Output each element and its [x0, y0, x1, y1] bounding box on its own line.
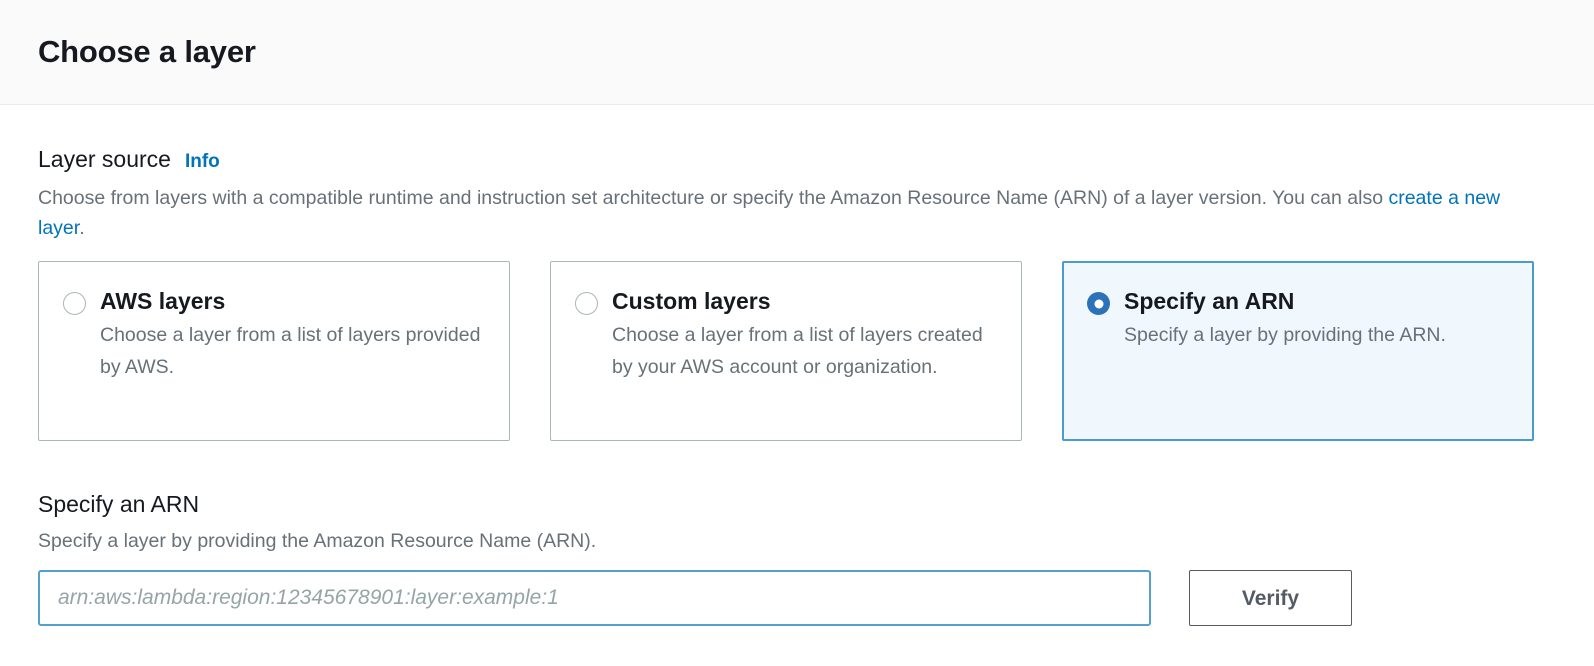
- verify-button[interactable]: Verify: [1189, 570, 1352, 627]
- specify-arn-description: Specify a layer by providing the Amazon …: [38, 529, 597, 552]
- arn-input-row: Verify: [38, 570, 1556, 627]
- layer-source-label-row: Layer source Info: [38, 105, 1556, 174]
- layer-source-label: Layer source: [38, 146, 171, 172]
- layer-source-description: Choose from layers with a compatible run…: [38, 183, 1508, 243]
- option-description: Specify a layer by providing the ARN.: [1124, 324, 1446, 347]
- specify-arn-section: Specify an ARN Specify a layer by provid…: [38, 491, 1556, 627]
- radio-icon-aws-layers[interactable]: [63, 292, 86, 316]
- option-title: Specify an ARN: [1124, 288, 1295, 315]
- layer-source-option-aws-layers[interactable]: AWS layers Choose a layer from a list of…: [38, 261, 510, 442]
- layer-source-option-custom-layers[interactable]: Custom layers Choose a layer from a list…: [550, 261, 1022, 442]
- layer-source-option-specify-arn[interactable]: Specify an ARN Specify a layer by provid…: [1062, 261, 1534, 442]
- option-title: Custom layers: [612, 288, 771, 315]
- modal-header: Choose a layer: [0, 0, 1594, 105]
- layer-source-options: AWS layers Choose a layer from a list of…: [38, 261, 1556, 442]
- info-link[interactable]: Info: [184, 151, 220, 172]
- option-title: AWS layers: [100, 288, 226, 315]
- option-description: Choose a layer from a list of layers cre…: [612, 324, 983, 378]
- layer-source-description-text-2: .: [79, 216, 85, 239]
- radio-icon-custom-layers[interactable]: [575, 292, 598, 316]
- option-description: Choose a layer from a list of layers pro…: [100, 324, 481, 378]
- create-new-layer-link[interactable]: create a new layer: [38, 186, 1501, 239]
- arn-input[interactable]: [38, 570, 1151, 627]
- specify-arn-title: Specify an ARN: [38, 491, 200, 518]
- radio-icon-specify-arn-selected[interactable]: [1087, 292, 1110, 316]
- layer-source-description-text-1: Choose from layers with a compatible run…: [38, 186, 1389, 209]
- modal-body: Layer source Info Choose from layers wit…: [0, 105, 1594, 627]
- page-title: Choose a layer: [38, 34, 256, 70]
